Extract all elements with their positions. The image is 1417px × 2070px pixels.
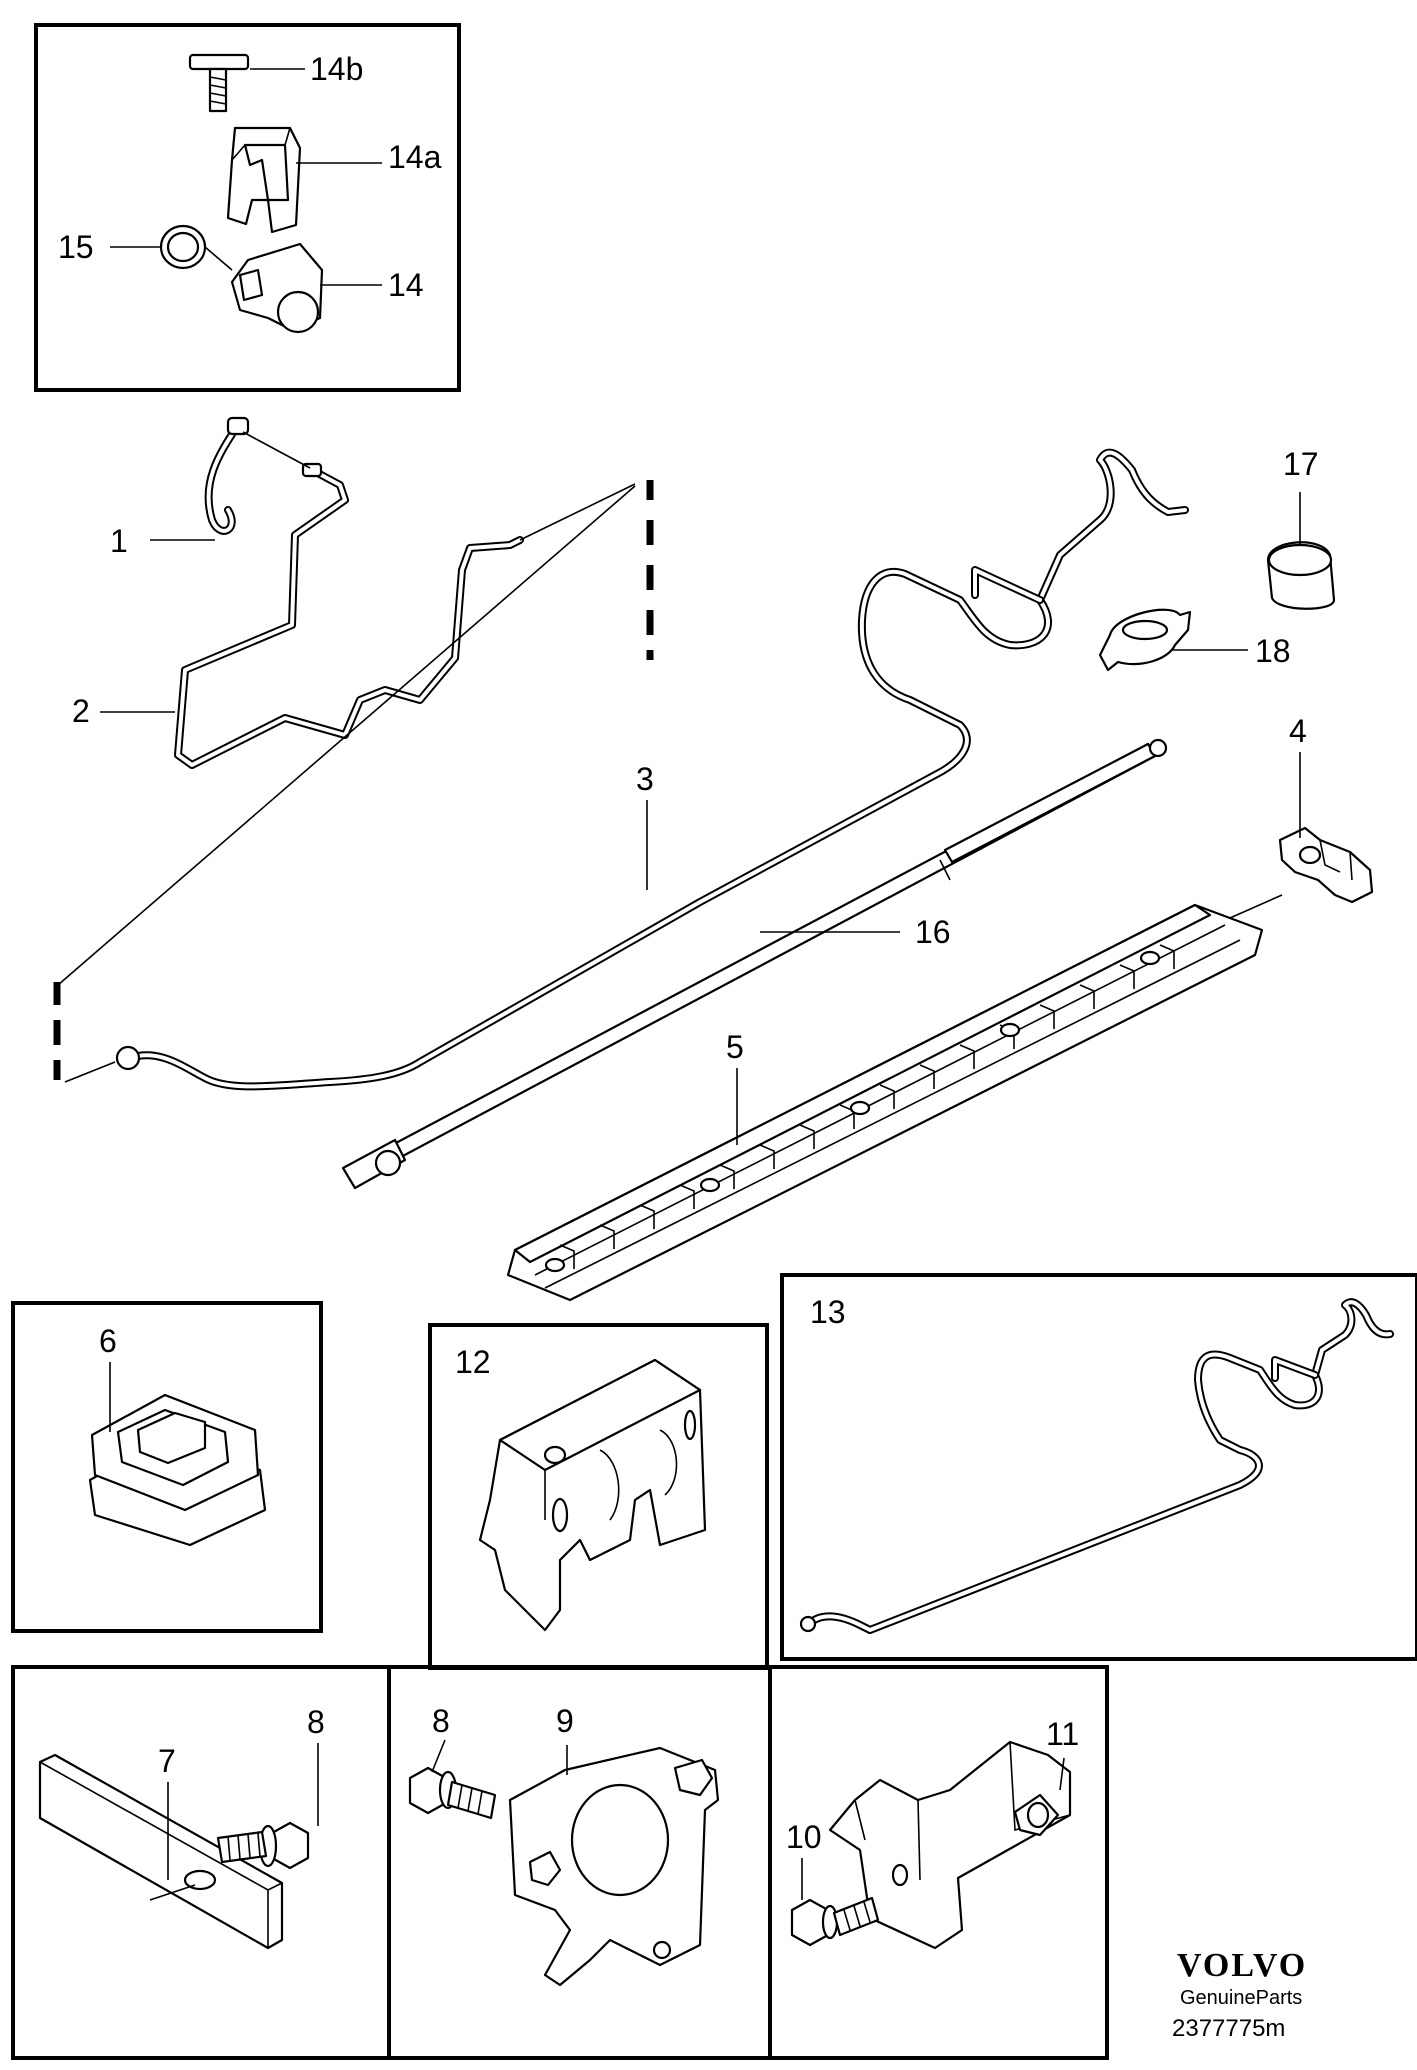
callout-7: 7 [158,1743,176,1779]
callout-14: 14 [388,267,424,303]
callout-17: 17 [1283,446,1319,482]
callout-9: 9 [556,1703,574,1739]
genuine-parts-label: GenuineParts [1180,1987,1302,2009]
callout-8b: 8 [432,1703,450,1739]
part-18-clamp[interactable] [1098,608,1192,672]
callout-6: 6 [99,1323,117,1359]
part-5-rail[interactable] [506,903,1264,1302]
part-8-bolt-a[interactable] [216,1821,310,1870]
rail-slots [544,944,1175,1273]
callout-3: 3 [636,761,654,797]
part-13-fuel-line[interactable] [799,1298,1394,1634]
diagram-number: 2377775m [1172,2015,1285,2042]
box-frame-parts-10-11 [768,1665,1109,2060]
part-2-fuel-line[interactable] [174,462,524,769]
part-12-bracket[interactable] [478,1358,707,1632]
callout-11: 11 [1046,1716,1079,1752]
callout-14a: 14a [388,139,442,175]
part-14b-screw[interactable] [188,53,250,113]
callout-1: 1 [110,523,128,559]
part-3-fuel-line[interactable] [115,448,1189,1091]
part-14a-clip[interactable] [226,126,302,234]
callout-8a: 8 [307,1704,325,1740]
callout-13: 13 [810,1294,846,1330]
callout-4: 4 [1289,713,1307,749]
callout-14b: 14b [310,51,363,87]
part-1-fuel-line-connector[interactable] [204,416,250,535]
part-9-bracket[interactable] [508,1746,720,1987]
volvo-logo: VOLVO [1177,1947,1307,1984]
part-6-clip-nut[interactable] [88,1393,267,1547]
part-11-bracket[interactable] [828,1740,1072,1950]
callout-12: 12 [455,1344,491,1380]
callout-18: 18 [1255,633,1291,669]
callout-16: 16 [915,914,951,950]
part-7-plate[interactable] [38,1753,284,1950]
callout-15: 15 [58,229,94,265]
inset-frame-clip-assembly [34,23,461,392]
callout-10: 10 [786,1819,822,1855]
callout-5: 5 [726,1029,744,1065]
part-15-o-ring[interactable] [159,224,207,270]
part-8-bolt-b[interactable] [408,1766,497,1820]
part-16-rod[interactable] [341,738,1168,1190]
box-frame-part-6 [11,1301,323,1633]
part-10-bolt[interactable] [790,1896,880,1947]
callout-2: 2 [72,693,90,729]
box-frame-part-13 [780,1273,1417,1661]
part-4-clip[interactable] [1278,826,1374,904]
part-17-clamp[interactable] [1266,541,1336,610]
part-14-holder[interactable] [230,242,324,334]
